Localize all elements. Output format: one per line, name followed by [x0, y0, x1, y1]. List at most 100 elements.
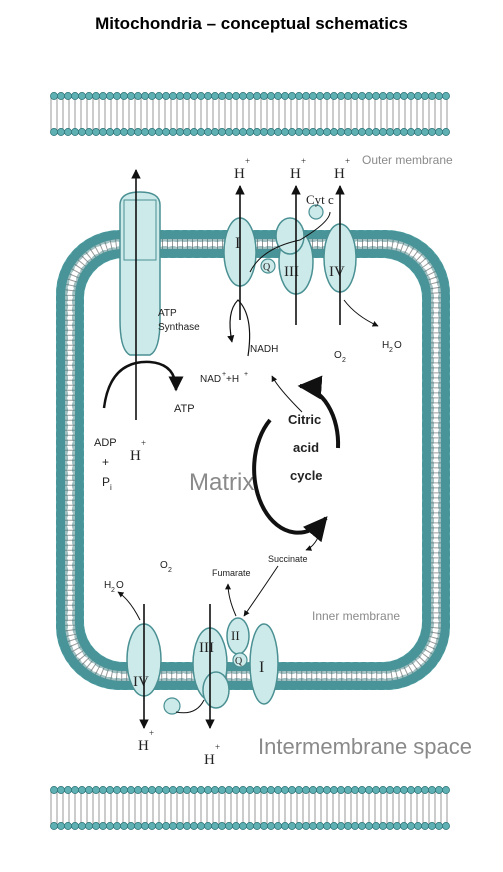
fumarate-label: Fumarate [212, 568, 251, 578]
lipid-head [148, 786, 156, 794]
lipid-head [295, 822, 303, 830]
lipid-head [64, 92, 72, 100]
cycle-to-nadh-arrow [271, 375, 303, 413]
svg-text:I: I [235, 235, 240, 252]
lipid-head [309, 786, 317, 794]
lipid-head [421, 92, 429, 100]
lipid-head [442, 128, 450, 136]
svg-text:+: + [222, 371, 226, 378]
svg-text:2: 2 [389, 347, 393, 354]
lipid-head [218, 786, 226, 794]
succinate-label: Succinate [268, 554, 308, 564]
lipid-head [169, 92, 177, 100]
lipid-head [85, 128, 93, 136]
atp-label: ATP [174, 403, 195, 415]
lipid-head [155, 822, 163, 830]
lipid-head [316, 786, 324, 794]
lipid-head [169, 786, 177, 794]
lipid-head [113, 786, 121, 794]
lipid-head [309, 822, 317, 830]
h-matrix-atp: H [130, 448, 141, 464]
outer-membrane-bottom [50, 786, 450, 830]
svg-text:IV: IV [133, 674, 149, 690]
lipid-head [379, 92, 387, 100]
lipid-head [197, 92, 205, 100]
lipid-head [211, 786, 219, 794]
lipid-head [421, 822, 429, 830]
svg-text:IV: IV [329, 264, 345, 280]
citric-acid-cycle: Citric acid cycle [252, 375, 341, 543]
lipid-head [162, 822, 170, 830]
lipid-head [323, 128, 331, 136]
lipid-head [309, 92, 317, 100]
h2o-top-label: H [382, 340, 389, 351]
lipid-head [400, 128, 408, 136]
lipid-head [316, 822, 324, 830]
lipid-head [393, 822, 401, 830]
lipid-head [85, 822, 93, 830]
lipid-head [162, 786, 170, 794]
lipid-head [365, 92, 373, 100]
lipid-head [99, 786, 107, 794]
lipid-head [183, 786, 191, 794]
h-top-2: H [290, 166, 301, 182]
lipid-head [204, 822, 212, 830]
lipid-head [330, 92, 338, 100]
lipid-head [407, 92, 415, 100]
lipid-head [337, 128, 345, 136]
nadh-oxidation-arrow [227, 299, 251, 357]
svg-text:cycle: cycle [290, 468, 323, 483]
water-formation-arrow [343, 299, 379, 327]
complex-III-top: III [275, 217, 314, 295]
lipid-head [267, 92, 275, 100]
lipid-head [358, 92, 366, 100]
lipid-head [204, 92, 212, 100]
lipid-head [428, 128, 436, 136]
lipid-head [106, 822, 114, 830]
lipid-head [379, 822, 387, 830]
lipid-head [50, 786, 58, 794]
svg-text:Q: Q [263, 262, 271, 273]
pi-label: P [102, 475, 110, 489]
lipid-head [393, 128, 401, 136]
lipid-head [274, 92, 282, 100]
cyt-c-top [308, 204, 324, 220]
lipid-head [372, 786, 380, 794]
lipid-head [260, 822, 268, 830]
lipid-head [288, 128, 296, 136]
lipid-head [106, 786, 114, 794]
atp-synthase [119, 191, 161, 356]
lipid-head [246, 822, 254, 830]
lipid-head [197, 822, 205, 830]
lipid-head [64, 822, 72, 830]
nad-label: NAD [200, 374, 221, 385]
lipid-head [190, 92, 198, 100]
h-matrix-atp-sup: + [141, 438, 146, 448]
lipid-head [162, 92, 170, 100]
lipid-head [78, 128, 86, 136]
lipid-head [225, 92, 233, 100]
lipid-head [288, 822, 296, 830]
h-bottom-2: H [204, 752, 215, 768]
lipid-head [50, 92, 58, 100]
lipid-head [120, 786, 128, 794]
lipid-head [288, 786, 296, 794]
lipid-head [260, 786, 268, 794]
adp-to-atp-arrow [102, 360, 184, 409]
lipid-head [302, 822, 310, 830]
lipid-head [309, 128, 317, 136]
lipid-head [239, 128, 247, 136]
succinate-to-complex-II-arrow [243, 565, 279, 617]
lipid-head [295, 786, 303, 794]
lipid-head [225, 822, 233, 830]
adp-plus: + [102, 455, 109, 469]
lipid-head [92, 92, 100, 100]
lipid-head [337, 786, 345, 794]
lipid-head [435, 786, 443, 794]
lipid-head [71, 92, 79, 100]
lipid-head [155, 92, 163, 100]
lipid-head [344, 786, 352, 794]
lipid-head [155, 786, 163, 794]
lipid-head [57, 128, 65, 136]
lipid-head [50, 128, 58, 136]
